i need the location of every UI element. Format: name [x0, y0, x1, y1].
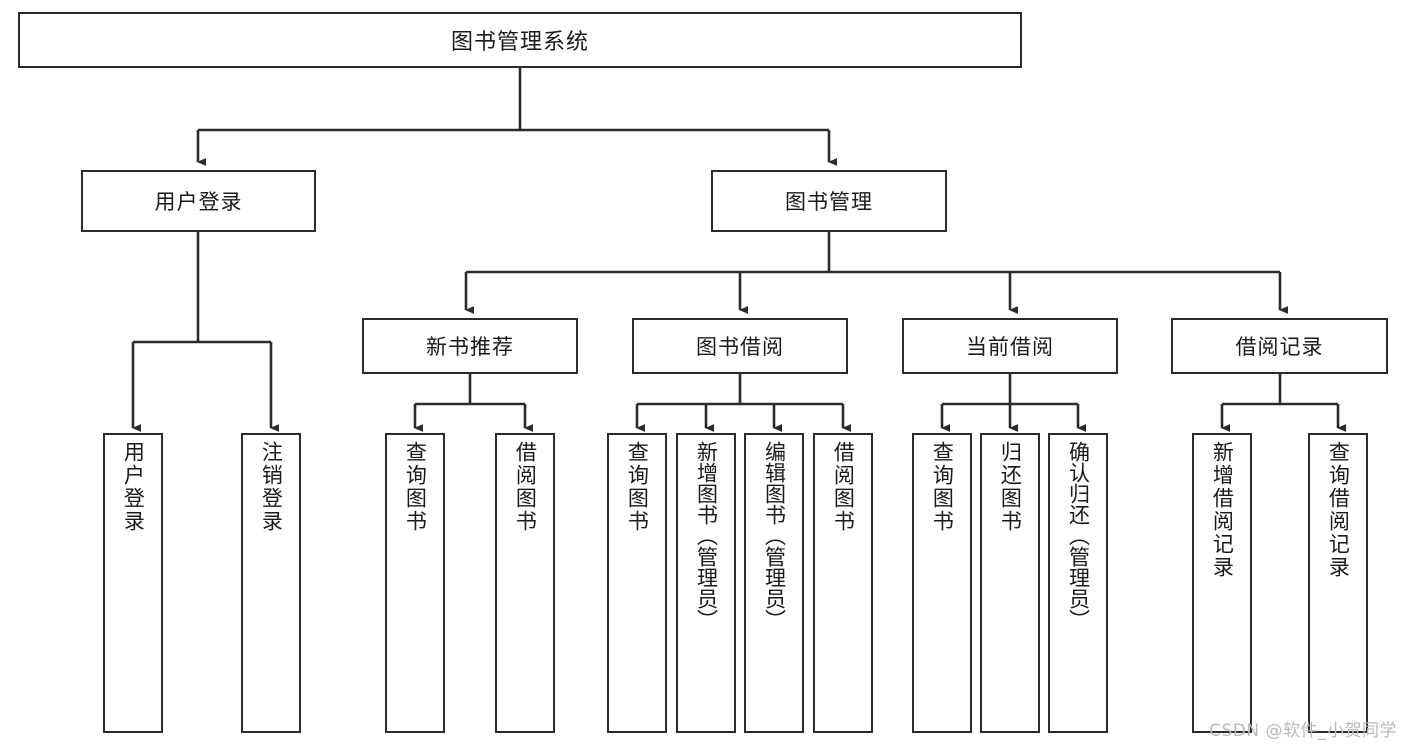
node-current-borrow-label: 当前借阅: [966, 335, 1054, 359]
node-leaf-query-book-1[interactable]: 查询图书: [385, 433, 445, 733]
node-leaf-add-record-label: 新增借阅记录: [1210, 441, 1235, 579]
node-borrow-record-label: 借阅记录: [1235, 335, 1324, 359]
node-leaf-add-book[interactable]: 新增图书（管理员）: [676, 433, 736, 733]
node-leaf-query-book-2-label: 查询图书: [625, 441, 650, 533]
node-current-borrow[interactable]: 当前借阅: [902, 318, 1118, 374]
node-leaf-edit-book[interactable]: 编辑图书（管理员）: [744, 433, 804, 733]
node-leaf-return-book[interactable]: 归还图书: [980, 433, 1040, 733]
node-leaf-add-record[interactable]: 新增借阅记录: [1192, 433, 1252, 733]
node-leaf-query-book-3-label: 查询图书: [930, 441, 955, 533]
node-leaf-user-login[interactable]: 用户登录: [103, 433, 163, 733]
node-leaf-borrow-book-1-label: 借阅图书: [513, 441, 538, 533]
node-user-login[interactable]: 用户登录: [81, 170, 316, 232]
node-leaf-query-book-3[interactable]: 查询图书: [912, 433, 972, 733]
node-new-book-recommend-label: 新书推荐: [426, 335, 514, 359]
node-leaf-user-login-label: 用户登录: [121, 441, 146, 533]
node-book-manage[interactable]: 图书管理: [711, 170, 947, 232]
node-book-borrow-label: 图书借阅: [696, 335, 784, 359]
node-leaf-query-book-1-label: 查询图书: [403, 441, 428, 533]
node-book-borrow[interactable]: 图书借阅: [632, 318, 848, 374]
node-leaf-edit-book-label: 编辑图书（管理员）: [762, 441, 787, 630]
node-leaf-query-record[interactable]: 查询借阅记录: [1308, 433, 1368, 733]
node-leaf-confirm-return[interactable]: 确认归还（管理员）: [1048, 433, 1108, 733]
node-leaf-query-record-label: 查询借阅记录: [1326, 441, 1351, 579]
node-leaf-return-book-label: 归还图书: [998, 441, 1023, 533]
node-leaf-logout-label: 注销登录: [259, 441, 284, 533]
node-leaf-add-book-label: 新增图书（管理员）: [694, 441, 719, 630]
node-leaf-borrow-book-2-label: 借阅图书: [831, 441, 856, 533]
node-leaf-confirm-return-label: 确认归还（管理员）: [1066, 441, 1091, 630]
node-root-label: 图书管理系统: [450, 30, 589, 55]
watermark-text: CSDN @软件_小贺同学: [1209, 721, 1397, 741]
node-book-manage-label: 图书管理: [785, 190, 873, 214]
node-new-book-recommend[interactable]: 新书推荐: [362, 318, 578, 374]
node-leaf-query-book-2[interactable]: 查询图书: [607, 433, 667, 733]
node-user-login-label: 用户登录: [154, 190, 243, 214]
node-leaf-borrow-book-1[interactable]: 借阅图书: [495, 433, 555, 733]
node-leaf-logout[interactable]: 注销登录: [241, 433, 301, 733]
node-root[interactable]: 图书管理系统: [18, 12, 1022, 68]
node-borrow-record[interactable]: 借阅记录: [1171, 318, 1388, 374]
node-leaf-borrow-book-2[interactable]: 借阅图书: [813, 433, 873, 733]
